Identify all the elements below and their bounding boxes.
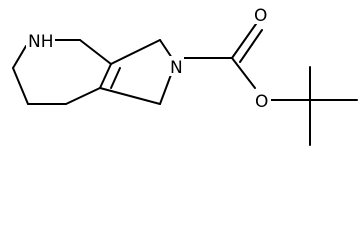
n-label-bg [168,56,184,76]
bond-nh-to-ch2-left [12,45,27,69]
bond-carbonyl-double-1 [231,23,257,59]
chemical-structure-diagram: NH N O O [12,4,358,146]
bond-ch2-top-right-to-n [159,39,173,59]
bond-fusion-to-ch2-top-right [110,39,161,65]
atom-o-carbonyl: O [254,6,267,26]
bond-ch2-top-to-fusion [79,39,112,65]
bond-ch2-left-chain [12,67,29,105]
bond-n-to-ch2-bottom-right [159,71,173,105]
ester-o-label-bg [253,90,271,110]
bond-ch2-bottom-to-fusion [65,87,101,105]
bonds [12,23,358,146]
bond-fusion-double-inner [110,67,121,89]
atom-nh: NH [28,32,54,52]
bond-carbonyl-to-ester-o [231,57,256,89]
nh-label-bg [26,30,55,50]
bond-fusion-double-outer [99,63,112,89]
carbonyl-o-label-bg [252,4,270,24]
atom-n-pyrrole: N [170,58,183,78]
atom-labels: NH N O O [26,4,271,112]
bond-carbonyl-double-2 [239,29,263,63]
atom-o-ester: O [255,92,268,112]
bond-ch2-bottom-right-to-fusion [99,87,161,105]
